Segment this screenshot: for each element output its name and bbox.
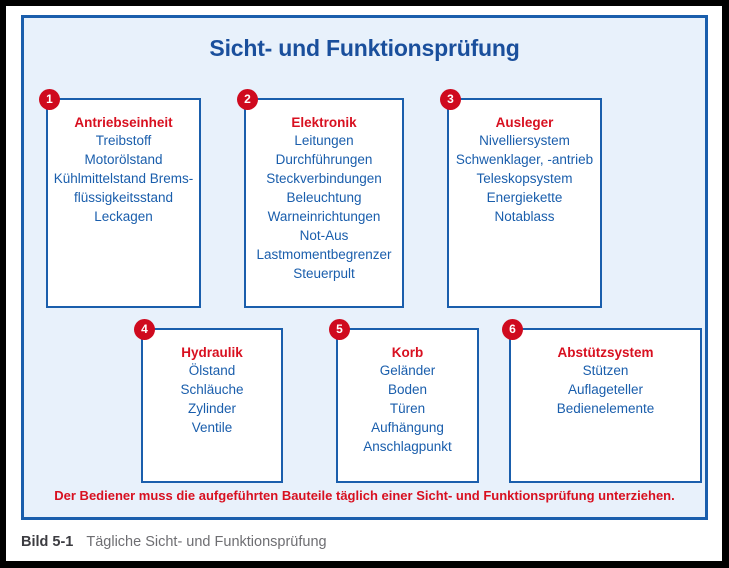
box-item-list: Ölstand Schläuche Zylinder Ventile [143,361,281,437]
box-title: Korb [391,345,424,360]
list-item: flüssigkeitsstand [73,190,174,205]
list-item: Kühlmittelstand Brems- [53,171,194,186]
diagram-panel: Sicht- und Funktionsprüfung 1 Antriebsei… [21,15,708,520]
box-item-list: Geländer Boden Türen Aufhängung Anschlag… [338,361,477,456]
list-item: Stützen [582,363,629,378]
box-title: Hydraulik [181,345,243,360]
list-item: Zylinder [187,401,236,416]
list-item: Steckverbindungen [266,171,382,186]
figure-inner: Sicht- und Funktionsprüfung 1 Antriebsei… [6,6,722,561]
list-item: Energiekette [486,190,563,205]
badge-number-5: 5 [329,319,350,340]
item-box-antriebseinheit[interactable]: 1 Antriebseinheit Treibstoff Motorölstan… [39,89,201,308]
list-item: Beleuchtung [286,190,362,205]
box-item-list: Leitungen Durchführungen Steckverbindung… [246,131,402,283]
box-item-list: Stützen Auflageteller Bedienelemente [511,361,700,418]
panel-note: Der Bediener muss die aufgeführten Baute… [54,488,675,503]
list-item: Boden [387,382,428,397]
list-item: Schläuche [180,382,244,397]
list-item: Not-Aus [299,228,349,243]
badge-number-3: 3 [440,89,461,110]
badge-number-4: 4 [134,319,155,340]
item-box-abstuetzsystem[interactable]: 6 Abstützsystem Stützen Auflageteller Be… [502,319,702,483]
list-item: Auflageteller [567,382,644,397]
badge-number-6: 6 [502,319,523,340]
list-item: Aufhängung [371,420,444,435]
list-item: Türen [389,401,426,416]
page-title: Sicht- und Funktionsprüfung [209,35,520,61]
box-title: Antriebseinheit [74,115,173,130]
list-item: Geländer [379,363,436,378]
box-item-list: Nivelliersystem Schwenklager, -antrieb T… [449,131,600,226]
box-title: Ausleger [495,115,554,130]
caption-text: Tägliche Sicht- und Funktionsprüfung [86,534,327,550]
list-item: Leckagen [94,209,153,224]
list-item: Warneinrichtungen [267,209,381,224]
list-item: Teleskopsystem [476,171,573,186]
box-title: Abstützsystem [557,345,654,360]
item-box-hydraulik[interactable]: 4 Hydraulik Ölstand Schläuche Zylinder V… [134,319,283,483]
badge-number-2: 2 [237,89,258,110]
list-item: Leitungen [294,133,354,148]
list-item: Nivelliersystem [479,133,570,148]
list-item: Durchführungen [275,152,373,167]
figure-caption: Bild 5-1 Tägliche Sicht- und Funktionsprü… [21,534,708,550]
caption-label: Bild 5-1 [21,534,74,550]
item-box-elektronik[interactable]: 2 Elektronik Leitungen Durchführungen St… [237,89,404,308]
list-item: Treibstoff [95,133,152,148]
box-title: Elektronik [291,115,357,130]
list-item: Ventile [191,420,233,435]
list-item: Lastmomentbegrenzer [256,247,392,262]
list-item: Motorölstand [84,152,163,167]
item-box-ausleger[interactable]: 3 Ausleger Nivelliersystem Schwenklager,… [440,89,602,308]
box-item-list: Treibstoff Motorölstand Kühlmittelstand … [48,131,199,226]
list-item: Notablass [494,209,555,224]
list-item: Ölstand [188,363,236,378]
badge-number-1: 1 [39,89,60,110]
item-box-korb[interactable]: 5 Korb Geländer Boden Türen Aufhängung A… [329,319,479,483]
list-item: Steuerpult [293,266,355,281]
list-item: Anschlagpunkt [363,439,452,454]
list-item: Schwenklager, -antrieb [455,152,594,167]
list-item: Bedienelemente [556,401,655,416]
